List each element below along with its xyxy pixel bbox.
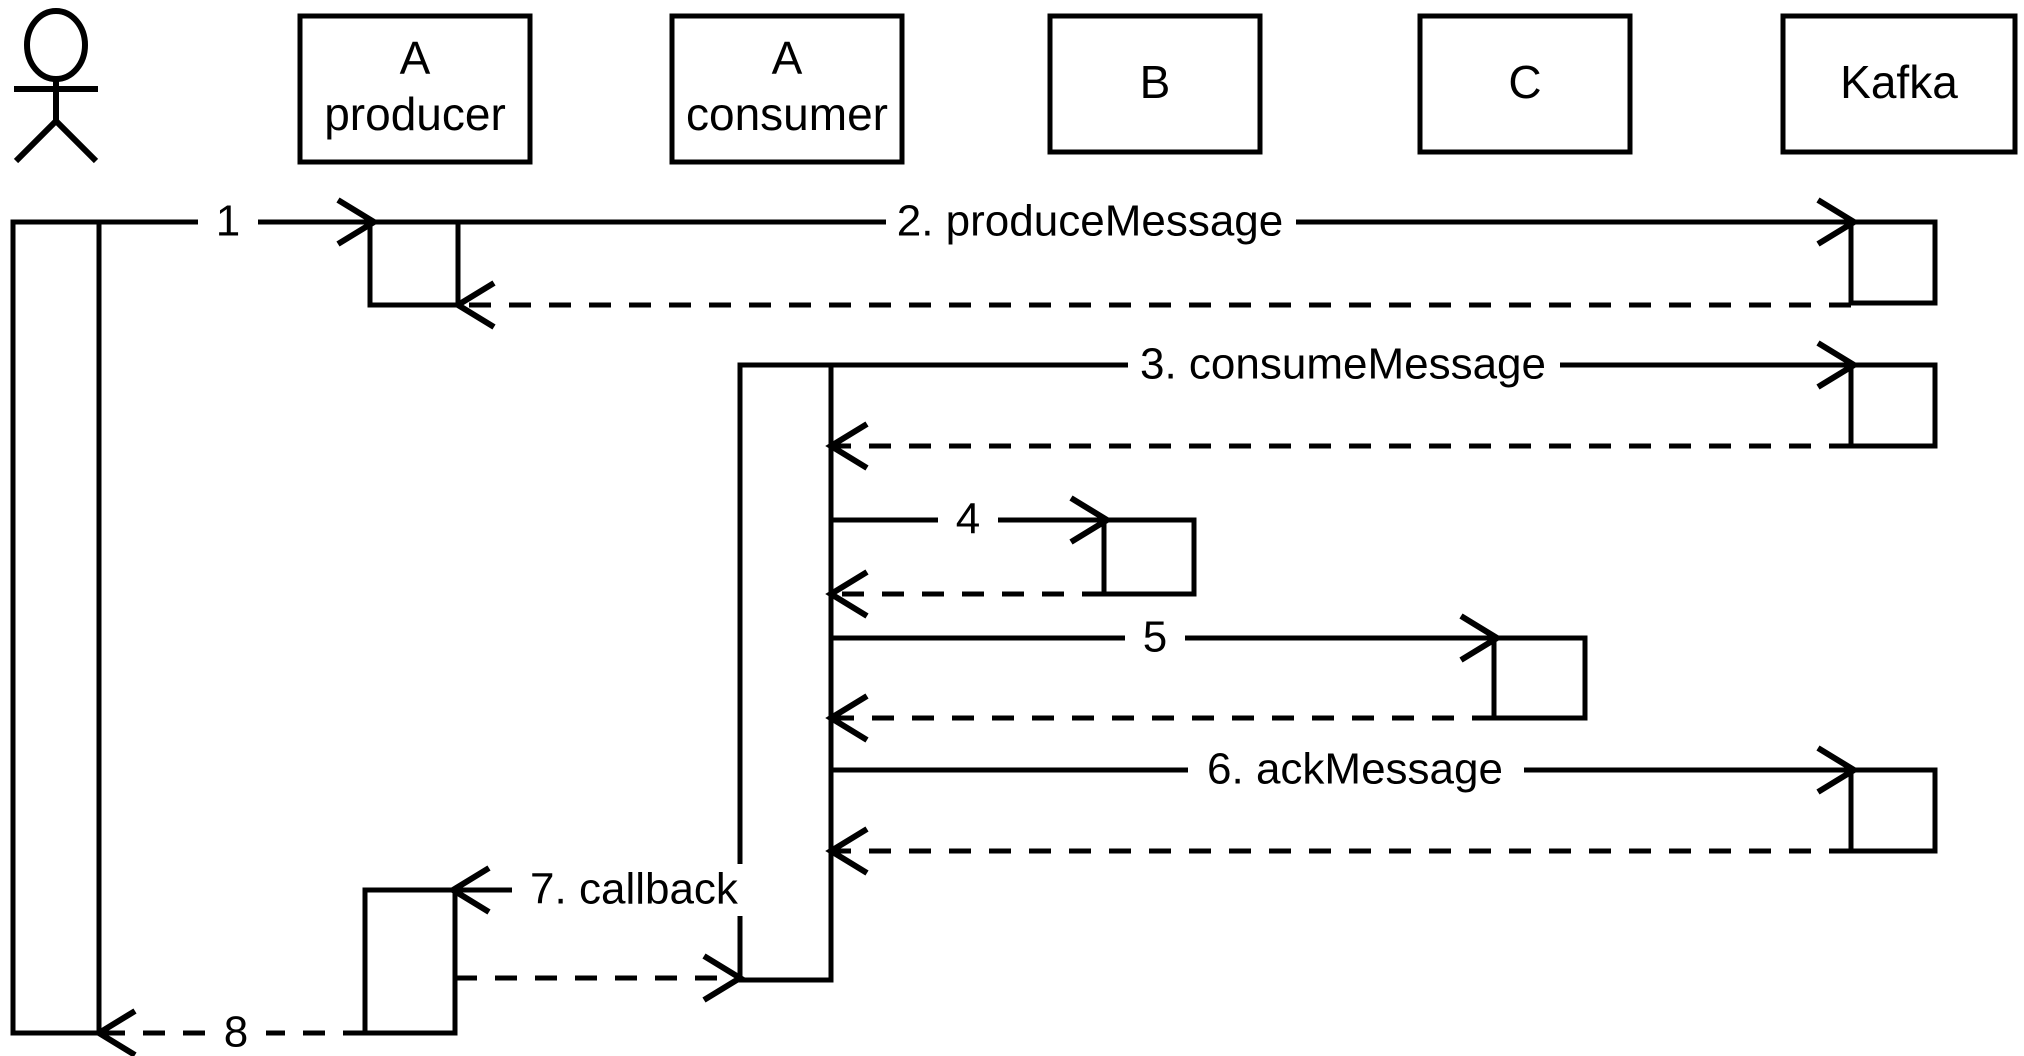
message-6-return-arrowhead-icon — [825, 826, 869, 876]
message-2-return[interactable] — [452, 280, 1851, 330]
activation-a-producer-1 — [367, 219, 461, 308]
stick-figure-actor — [13, 8, 99, 164]
actor-left-leg-line — [13, 118, 59, 164]
message-6-return[interactable] — [825, 826, 1851, 876]
message-8-return[interactable]: 8 — [93, 1008, 365, 1056]
message-7-arrowhead-icon — [447, 865, 491, 915]
message-7-return[interactable] — [455, 953, 746, 1003]
message-2-produce-message[interactable]: 2. produceMessage — [458, 196, 1860, 248]
participant-label-a-producer-line2: producer — [324, 88, 506, 140]
message-4-arrowhead-icon — [1069, 495, 1113, 545]
participant-label-a-producer-line1: A — [400, 32, 431, 84]
message-2-label: 2. produceMessage — [897, 197, 1283, 246]
participant-label-a-consumer-line2: consumer — [686, 88, 888, 140]
message-4-return[interactable] — [825, 569, 1104, 619]
message-5-arrowhead-icon — [1459, 613, 1503, 663]
message-2-arrowhead-icon — [1816, 197, 1860, 247]
message-3-return-arrowhead-icon — [825, 421, 869, 471]
message-2-return-arrowhead-icon — [452, 280, 496, 330]
message-7-label: 7. callback — [530, 865, 739, 914]
message-8-label: 8 — [224, 1008, 248, 1056]
message-3-label: 3. consumeMessage — [1140, 340, 1546, 389]
message-1-arrowhead-icon — [336, 197, 380, 247]
participant-box-c[interactable]: C — [1417, 13, 1633, 155]
activation-kafka-3 — [1848, 767, 1938, 854]
message-4-label: 4 — [956, 495, 980, 544]
message-6-arrowhead-icon — [1816, 745, 1860, 795]
participant-label-a-consumer-line1: A — [772, 32, 803, 84]
message-5[interactable]: 5 — [831, 613, 1503, 663]
message-5-label: 5 — [1143, 613, 1167, 662]
message-6-ack-message[interactable]: 6. ackMessage — [831, 744, 1860, 796]
message-3-consume-message[interactable]: 3. consumeMessage — [831, 339, 1860, 391]
activation-b-1 — [1101, 517, 1197, 597]
activation-actor — [10, 219, 102, 1036]
message-4-return-arrowhead-icon — [825, 569, 869, 619]
message-7-callback[interactable]: 7. callback — [447, 864, 760, 916]
activation-kafka-1 — [1848, 219, 1938, 306]
message-8-arrowhead-icon — [93, 1008, 137, 1056]
activation-c-1 — [1491, 635, 1588, 721]
participant-label-kafka: Kafka — [1840, 56, 1958, 108]
message-4[interactable]: 4 — [831, 495, 1113, 545]
participant-label-c: C — [1508, 56, 1541, 108]
activation-a-producer-2 — [362, 887, 458, 1036]
message-3-return[interactable] — [825, 421, 1851, 471]
message-7-return-arrowhead-icon — [702, 953, 746, 1003]
message-1[interactable]: 1 — [99, 197, 380, 247]
message-6-label: 6. ackMessage — [1207, 745, 1503, 794]
participant-box-kafka[interactable]: Kafka — [1780, 13, 2018, 155]
message-5-return[interactable] — [825, 693, 1494, 743]
activation-kafka-2 — [1848, 362, 1938, 449]
message-3-arrowhead-icon — [1816, 340, 1860, 390]
participant-box-a-consumer[interactable]: A consumer — [669, 13, 905, 165]
message-1-label: 1 — [216, 197, 240, 246]
participant-box-b[interactable]: B — [1047, 13, 1263, 155]
actor-right-leg-line — [53, 118, 99, 164]
participant-label-b: B — [1140, 56, 1171, 108]
participant-box-a-producer[interactable]: A producer — [297, 13, 533, 165]
message-5-return-arrowhead-icon — [825, 693, 869, 743]
actor-head-icon — [24, 8, 88, 82]
